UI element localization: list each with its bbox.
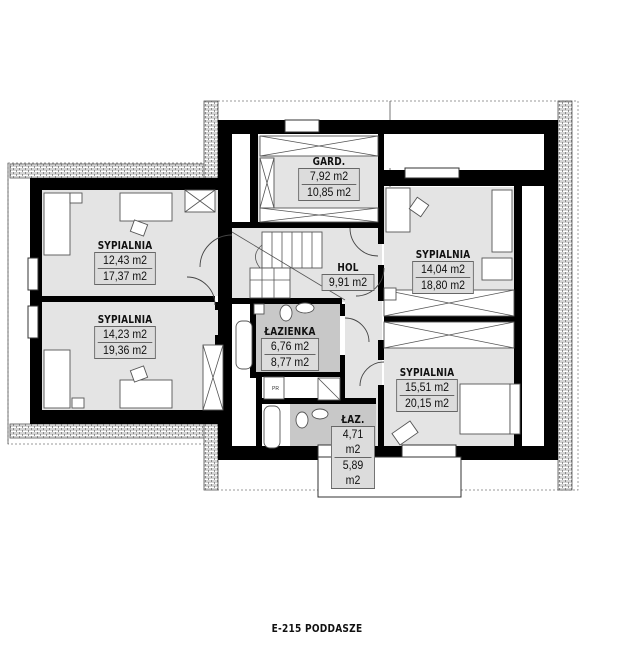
plan-title: E-215 PODDASZE <box>271 622 363 635</box>
area-gross: 18,80 m2 <box>415 277 471 293</box>
wardrobes <box>184 135 515 411</box>
room-name: ŁAZ. <box>341 414 365 426</box>
area-gross: 19,36 m2 <box>97 342 153 358</box>
area-net: 7,92 m2 <box>309 169 349 183</box>
walls <box>30 120 558 460</box>
room-name: ŁAZIENKA <box>264 326 316 338</box>
area-net: 6,76 m2 <box>270 339 310 353</box>
area-net: 9,91 m2 <box>328 275 368 289</box>
room-name: SYPIALNIA <box>399 367 455 379</box>
area-net: 14,04 m2 <box>420 262 466 276</box>
furniture <box>43 187 521 449</box>
area-gross: 5,89 m2 <box>334 457 372 488</box>
area-net: 4,71 m2 <box>342 427 364 456</box>
washer-label: PR <box>272 386 279 392</box>
staircase <box>231 231 346 301</box>
room-name: HOL <box>337 262 359 274</box>
storage-niches <box>232 134 544 442</box>
room-name: GARD. <box>312 156 346 168</box>
area-gross: 8,77 m2 <box>264 354 316 370</box>
area-gross: 10,85 m2 <box>301 184 357 200</box>
room-name: SYPIALNIA <box>97 314 153 326</box>
area-box: 9,91 m2 <box>321 274 375 291</box>
room-name: SYPIALNIA <box>97 240 153 252</box>
area-net: 12,43 m2 <box>102 253 148 267</box>
room-name: SYPIALNIA <box>415 249 471 261</box>
area-gross: 20,15 m2 <box>399 395 455 411</box>
doors <box>186 227 385 387</box>
area-net: 14,23 m2 <box>102 327 148 341</box>
room-label-hol: HOL 9,91 m2 <box>318 262 378 291</box>
area-gross: 17,37 m2 <box>97 268 153 284</box>
area-net: 15,51 m2 <box>404 380 450 394</box>
